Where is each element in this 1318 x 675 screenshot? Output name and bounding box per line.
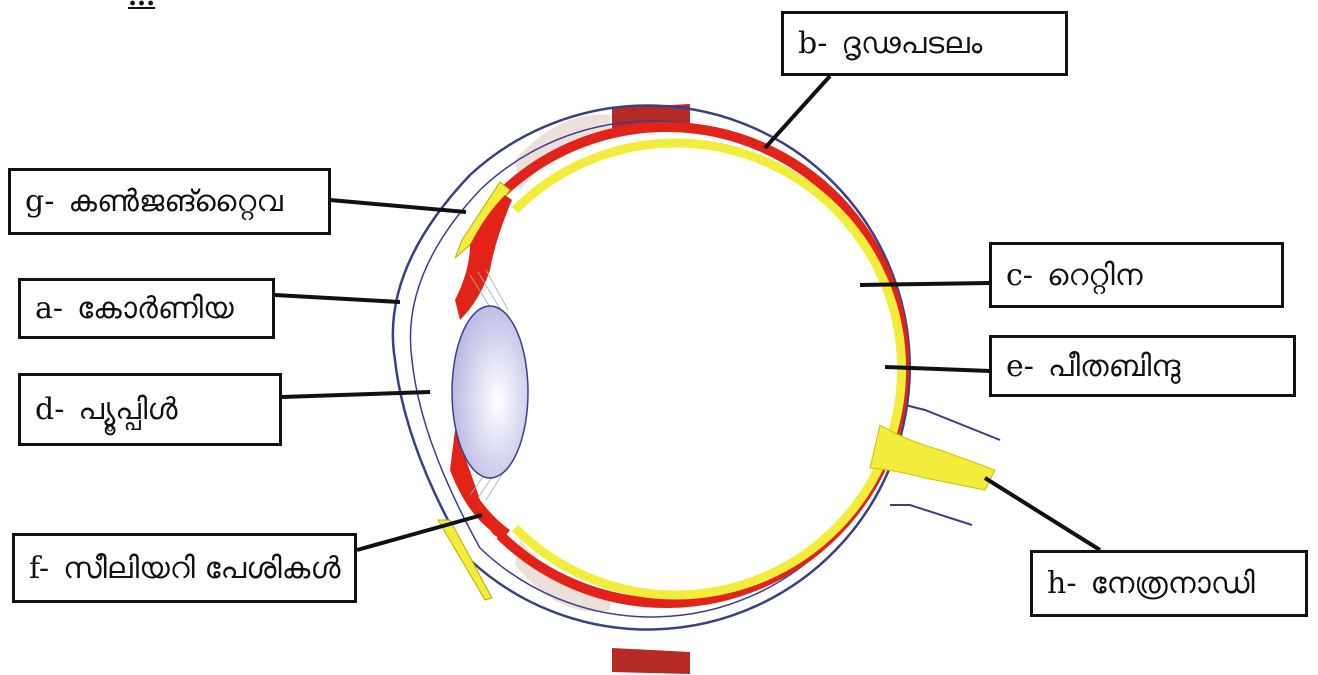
label-h-key: h- bbox=[1047, 566, 1076, 601]
label-a-text: കോർണിയ bbox=[77, 291, 234, 326]
label-a: a- കോർണിയ bbox=[18, 278, 275, 339]
lens bbox=[452, 306, 528, 478]
label-d-text: പ്യൂപ്പിൾ bbox=[78, 392, 177, 427]
label-g-key: g- bbox=[25, 184, 54, 219]
label-f-text: സീലിയറി പേശികൾ bbox=[63, 551, 340, 586]
label-e-text: പീതബിന്ദു bbox=[1048, 349, 1180, 384]
label-d-key: d- bbox=[35, 392, 64, 427]
label-g: g- കൺജങ്റ്റൈവ bbox=[8, 168, 331, 235]
label-c-key: c- bbox=[1006, 258, 1033, 293]
label-e-key: e- bbox=[1006, 349, 1034, 384]
label-c-text: റെറ്റിന bbox=[1047, 258, 1143, 293]
label-b-key: b- bbox=[798, 26, 827, 61]
label-h-text: നേത്രനാഡി bbox=[1090, 566, 1254, 601]
label-b-text: ദൃഢപടലം bbox=[841, 26, 982, 61]
choroid-layer bbox=[500, 127, 905, 603]
label-g-text: കൺജങ്റ്റൈവ bbox=[68, 184, 282, 219]
label-a-key: a- bbox=[35, 291, 63, 326]
label-f: f- സീലിയറി പേശികൾ bbox=[12, 533, 357, 603]
label-f-key: f- bbox=[29, 551, 49, 586]
lower-eyelid bbox=[612, 648, 690, 674]
conjunctiva-lower bbox=[438, 520, 492, 600]
header-fragment: ... bbox=[128, 0, 155, 12]
optic-nerve bbox=[870, 425, 995, 490]
label-c: c- റെറ്റിന bbox=[989, 242, 1284, 308]
label-d: d- പ്യൂപ്പിൾ bbox=[18, 373, 282, 446]
label-h: h- നേത്രനാഡി bbox=[1030, 550, 1308, 617]
label-b: b- ദൃഢപടലം bbox=[781, 11, 1068, 76]
label-e: e- പീതബിന്ദു bbox=[989, 335, 1296, 397]
